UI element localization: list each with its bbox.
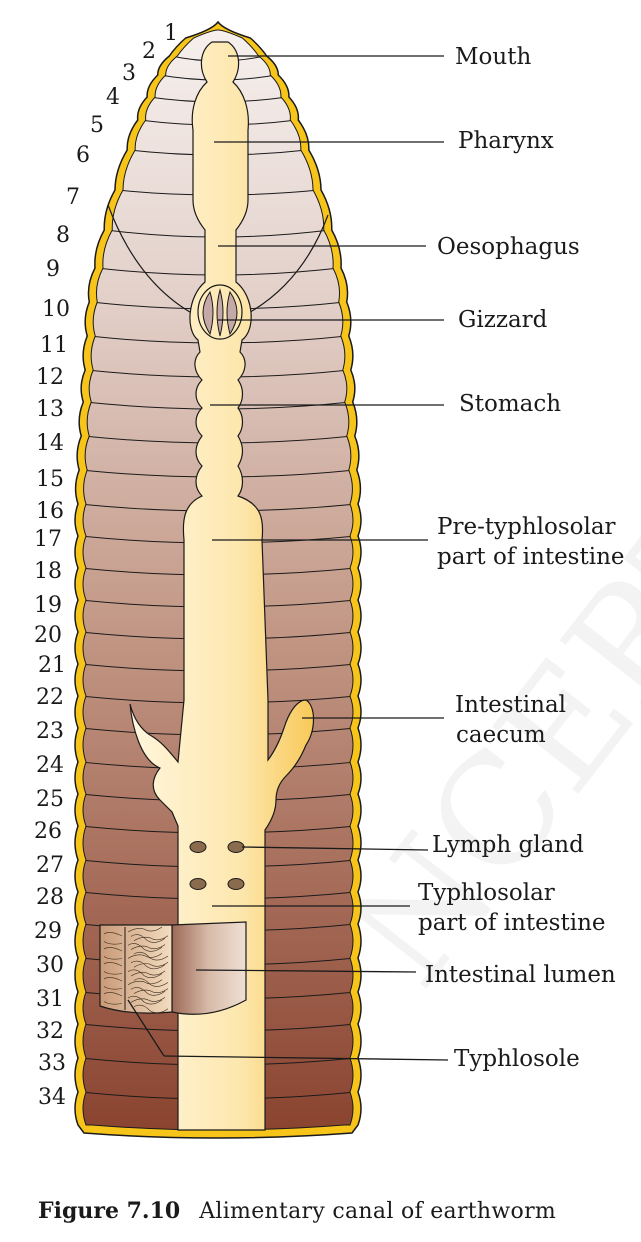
typhlosole-fold	[130, 934, 166, 943]
typhlosole-fold	[133, 961, 169, 968]
label-oesophagus: Oesophagus	[437, 234, 580, 260]
typhlosole-fold	[133, 978, 169, 987]
label-typhlosole: Typhlosole	[454, 1046, 580, 1072]
typhlosole-fold	[103, 971, 123, 975]
typhlosole-fold	[130, 987, 166, 996]
cut-section	[99, 921, 247, 1015]
segment-number: 34	[38, 1085, 66, 1110]
label-pre-typhlosolar-line1: Pre-typhlosolar	[437, 514, 616, 540]
segment-number: 11	[40, 333, 68, 358]
segment-number: 5	[90, 113, 104, 138]
lymph-glands	[189, 841, 245, 890]
segment-number: 19	[34, 593, 62, 618]
segment-number: 10	[42, 297, 70, 322]
gizzard	[197, 284, 243, 340]
segment-number: 28	[36, 885, 64, 910]
segment-number: 1	[164, 21, 178, 46]
label-typhlosolar-line1: Typhlosolar	[418, 880, 555, 906]
labels: Mouth Pharynx Oesophagus Gizzard Stomach…	[418, 44, 625, 1072]
segment-number: 14	[36, 431, 64, 456]
typhlosole-fold	[127, 953, 163, 959]
segment-number: 25	[36, 787, 64, 812]
label-typhlosolar-line2: part of intestine	[418, 910, 606, 936]
segment-number: 32	[36, 1019, 64, 1044]
segment-number: 8	[56, 223, 70, 248]
label-intestinal-lumen: Intestinal lumen	[425, 962, 616, 988]
typhlosole-fold	[133, 951, 169, 961]
segment-number: 12	[36, 365, 64, 390]
leader-lines	[127, 55, 449, 1061]
segment-number: 21	[38, 653, 66, 678]
figure-caption: Figure 7.10 Alimentary canal of earthwor…	[38, 1198, 638, 1224]
label-lymph-gland: Lymph gland	[432, 832, 584, 858]
segment-number: 22	[36, 685, 64, 710]
segment-number: 31	[36, 987, 64, 1012]
figure-number: Figure 7.10	[38, 1198, 181, 1224]
typhlosole-fold	[127, 943, 163, 952]
label-gizzard: Gizzard	[458, 307, 548, 333]
segment-number: 13	[36, 397, 64, 422]
typhlosole-fold	[127, 979, 163, 986]
typhlosole-fold	[133, 988, 169, 994]
typhlosole-fold	[103, 977, 123, 982]
label-intestinal-caecum-line1: Intestinal	[455, 692, 566, 718]
label-pre-typhlosolar-line2: part of intestine	[437, 544, 625, 570]
typhlosole-fold	[103, 932, 123, 937]
segment-number: 23	[36, 719, 64, 744]
segment-number: 24	[36, 753, 64, 778]
typhlosole-fold	[103, 986, 123, 990]
typhlosole-fold	[103, 962, 123, 967]
label-stomach: Stomach	[459, 391, 561, 417]
alimentary-canal	[129, 41, 315, 1131]
segment-number: 20	[34, 623, 62, 648]
segment-number: 2	[142, 39, 156, 64]
typhlosole-fold	[127, 969, 163, 978]
typhlosole-fold	[127, 926, 163, 933]
segment-number: 6	[76, 143, 90, 168]
figure-caption-text: Alimentary canal of earthworm	[199, 1199, 557, 1224]
typhlosole-fold	[130, 997, 166, 1003]
typhlosole-flap	[99, 924, 173, 1014]
typhlosole-fold	[103, 947, 123, 952]
segment-number: 7	[66, 185, 80, 210]
typhlosole-fold	[133, 1004, 169, 1014]
intestinal-lumen	[171, 921, 247, 1015]
typhlosole-fold	[130, 970, 166, 977]
segment-number: 27	[36, 853, 64, 878]
segment-number: 26	[34, 819, 62, 844]
label-pharynx: Pharynx	[458, 128, 554, 154]
segment-number: 16	[36, 499, 64, 524]
segment-number: 4	[106, 85, 120, 110]
typhlosole-fold	[130, 960, 166, 970]
segment-number: 3	[122, 61, 136, 86]
segment-number: 15	[36, 467, 64, 492]
segment-number: 9	[46, 257, 60, 282]
segment-number: 30	[36, 953, 64, 978]
typhlosole-fold	[103, 1001, 123, 1005]
segment-number: 18	[34, 559, 62, 584]
typhlosole-fold	[130, 944, 166, 950]
typhlosole-fold	[127, 995, 163, 1005]
segment-number: 29	[34, 919, 62, 944]
typhlosole-fold	[103, 992, 123, 997]
typhlosole-fold	[103, 941, 123, 945]
label-intestinal-caecum-line2: caecum	[456, 722, 546, 748]
typhlosole-fold	[133, 935, 169, 942]
segment-number: 17	[34, 527, 62, 552]
typhlosole-fold	[103, 956, 123, 960]
label-mouth: Mouth	[455, 44, 531, 70]
segment-numbers: 1234567891011121314151617181920212223242…	[34, 21, 178, 1110]
segment-number: 33	[38, 1051, 66, 1076]
